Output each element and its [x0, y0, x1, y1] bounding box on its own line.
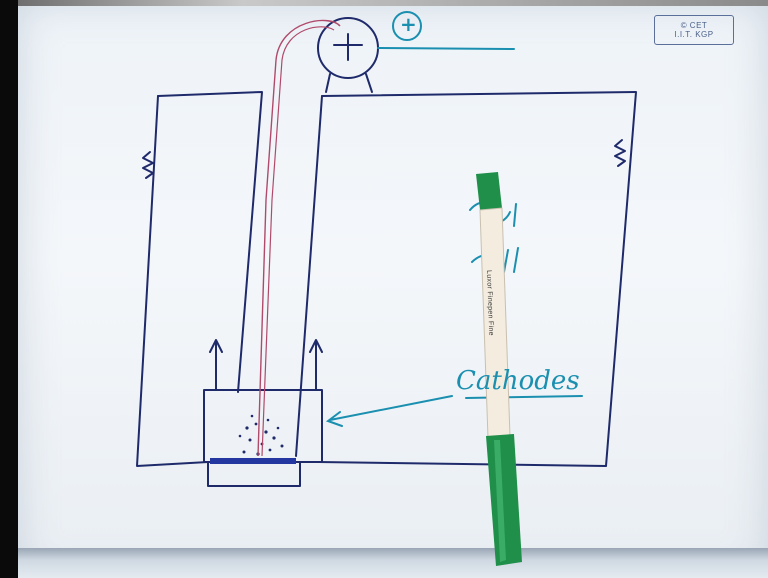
circuit-wire-left — [158, 92, 262, 392]
cathodes-label: Cathodes — [456, 366, 580, 396]
meter-cross — [334, 34, 362, 60]
deposit-dots — [239, 415, 284, 456]
teal-line-top — [378, 48, 514, 49]
teal-arrow — [328, 396, 452, 426]
arrow-up-left — [210, 340, 222, 390]
circuit-wire-right — [318, 92, 636, 466]
resistor-right — [615, 140, 625, 166]
circuit-wire-bottom-left — [137, 96, 208, 466]
plus-symbol: + — [400, 12, 417, 36]
pen-barrel — [480, 208, 510, 438]
pen-cap-tip — [476, 172, 502, 210]
electrode-wire — [296, 96, 322, 456]
meter-legs — [326, 74, 372, 92]
underline — [466, 396, 582, 398]
resistor-left — [143, 152, 153, 178]
deposit-layer — [210, 458, 296, 464]
red-wire-inner — [262, 27, 334, 456]
arrow-up-right — [310, 340, 322, 390]
tank-base — [208, 462, 300, 486]
